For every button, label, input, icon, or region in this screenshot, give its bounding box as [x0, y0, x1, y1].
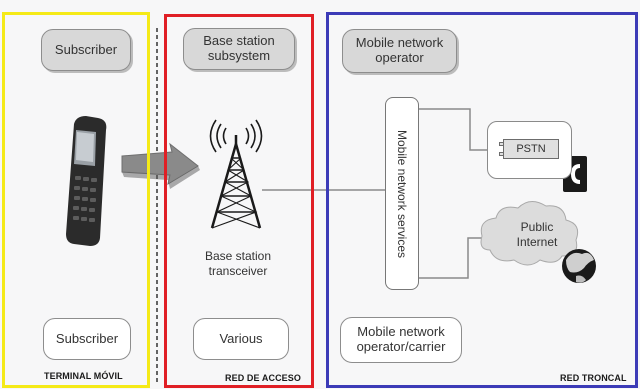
subscriber-bottom-node: Subscriber — [43, 318, 131, 360]
globe-icon — [562, 249, 596, 283]
subscriber-bottom-label: Subscriber — [55, 330, 119, 346]
public-internet-label: Public Internet — [504, 220, 570, 250]
access-network-section-frame — [164, 14, 314, 388]
terminal-section-frame — [2, 12, 150, 388]
internet-label-line1: Public — [520, 220, 554, 234]
network-services-label: Mobile network services — [395, 129, 409, 258]
mno-label-line1: Mobile network — [355, 35, 444, 51]
core-network-section-frame — [326, 12, 638, 388]
subscriber-top-node: Subscriber — [41, 29, 131, 71]
mno-label-line2: operator — [375, 50, 424, 65]
core-network-section-label: RED TRONCAL — [560, 373, 627, 383]
pstn-label: PSTN — [516, 143, 546, 155]
bss-label-line1: Base station — [203, 33, 275, 49]
mobile-network-services-box: Mobile network services — [385, 97, 419, 290]
access-network-section-label: RED DE ACCESO — [225, 373, 301, 383]
radio-tower-icon — [209, 119, 263, 229]
base-station-transceiver-label: Base station transceiver — [180, 249, 296, 279]
mno-carrier-label-line2: operator/carrier — [356, 339, 446, 354]
bts-label-line1: Base station — [204, 249, 272, 263]
connector-services-pstn — [419, 108, 503, 151]
mobile-phone-icon — [66, 116, 107, 246]
mobile-network-operator-node: Mobile network operator — [342, 29, 457, 73]
subscriber-top-label: Subscriber — [54, 41, 118, 57]
connector-services-internet — [419, 237, 490, 279]
bts-label-line2: transceiver — [208, 264, 268, 278]
internet-label-line2: Internet — [516, 235, 558, 249]
mobile-network-operator-carrier-node: Mobile network operator/carrier — [340, 317, 462, 363]
arrow-icon — [121, 142, 200, 189]
various-label: Various — [219, 330, 263, 346]
various-node: Various — [193, 318, 289, 360]
cloud-icon — [480, 201, 579, 266]
mno-carrier-label-line1: Mobile network — [357, 324, 445, 340]
terminal-section-label: TERMINAL MÓVIL — [44, 371, 123, 381]
base-station-subsystem-node: Base station subsystem — [183, 28, 295, 70]
pstn-module: PSTN — [503, 139, 559, 159]
bss-label-line2: subsystem — [207, 48, 271, 63]
